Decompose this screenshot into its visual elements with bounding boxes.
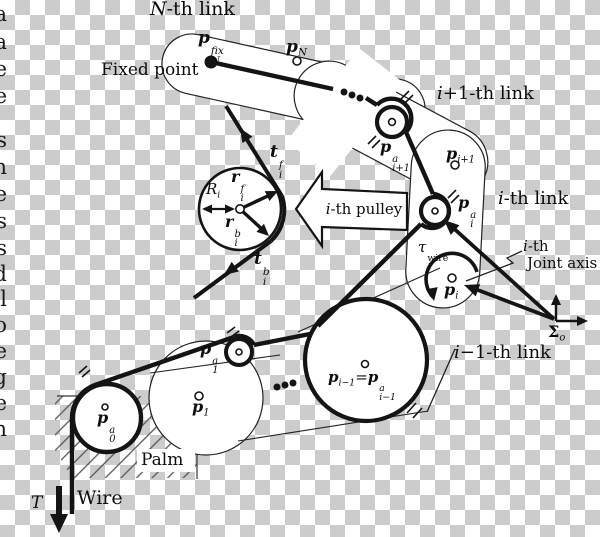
- pulley-callout-arrow: [294, 168, 409, 250]
- t-f-arrowhead: [240, 128, 253, 144]
- pi1-dot: [450, 160, 460, 170]
- joint-axis-leader: [465, 250, 523, 282]
- label-i1-th-link: i+1-th link: [437, 83, 534, 104]
- r-b-arrow: [238, 207, 266, 233]
- t-b-arrowhead: [224, 261, 239, 275]
- label-n-th-link: N-th link: [150, 0, 235, 20]
- fixed-point-dot: [204, 55, 218, 69]
- label-wire: Wire: [77, 487, 123, 509]
- label-palm: Palm: [141, 450, 184, 470]
- position-vectors: [444, 220, 556, 321]
- pi-dot: [447, 273, 457, 283]
- pN-dot: [292, 56, 302, 66]
- link-1-edge: [149, 354, 281, 374]
- wire-break-dots-top: [340, 88, 364, 102]
- pim1-dot: [360, 359, 370, 369]
- tangent-marks: [78, 90, 460, 419]
- label-sigma-o: Σo: [548, 322, 566, 344]
- label-R-i: Ri: [206, 180, 221, 201]
- label-fixed-point: Fixed point: [101, 60, 199, 80]
- label-p-i1: pi+1: [446, 144, 475, 166]
- detail-center-dot: [235, 204, 246, 215]
- wire-break-dots-bottom: [273, 379, 297, 391]
- tension-arrow: [50, 486, 68, 533]
- p1-dot: [194, 391, 204, 401]
- tau-wire-arc: [424, 251, 479, 301]
- world-frame: [551, 294, 588, 326]
- label-tension-T: T: [31, 493, 43, 513]
- chain-break-band: [286, 48, 404, 176]
- label-p-i: pi: [444, 280, 459, 302]
- label-pN: pN: [286, 37, 308, 59]
- palm-label-box: [137, 449, 195, 472]
- detail-pulley-vectors: [192, 104, 287, 300]
- label-i-th-link: i-th link: [498, 188, 569, 209]
- label-p-1: p1: [192, 397, 210, 419]
- r-f-arrow: [239, 192, 273, 211]
- label-i-th-pulley: i-th pulley: [325, 200, 403, 218]
- im1-link-leader: [426, 348, 456, 413]
- label-im1-th-link: i−1-th link: [454, 342, 551, 363]
- point-markers: [101, 55, 460, 411]
- label-joint-axis: Joint axis: [527, 254, 598, 272]
- wire-tangent-f: [224, 104, 284, 198]
- label-i-th: i-th: [523, 237, 549, 255]
- wire-path: [69, 59, 452, 514]
